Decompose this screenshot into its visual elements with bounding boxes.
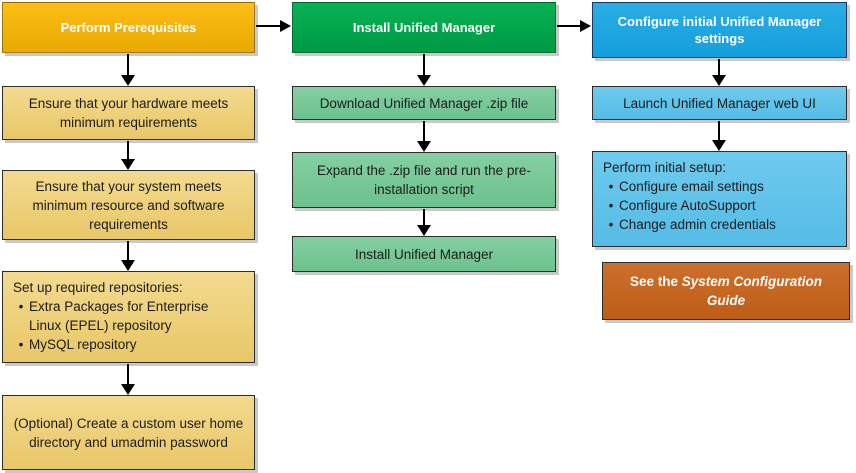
arrow-right-icon [256, 20, 291, 32]
list-item: Extra Packages for Enterprise Linux (EPE… [13, 297, 244, 335]
arrow-down-icon [417, 54, 431, 86]
note-guide-title: System Configuration Guide [681, 274, 823, 308]
initial-setup-title: Perform initial setup: [603, 160, 727, 175]
arrow-down-icon [121, 364, 135, 395]
step-expand-zip: Expand the .zip file and run the pre-ins… [292, 152, 556, 208]
step-initial-setup: Perform initial setup: Configure email s… [592, 151, 847, 247]
arrow-right-icon [557, 20, 591, 32]
bullet-icon [603, 215, 619, 234]
bullet-icon [603, 177, 619, 196]
list-item: Configure email settings [603, 177, 836, 196]
bullet-text: Change admin credentials [619, 217, 776, 232]
arrow-down-icon [712, 59, 726, 86]
arrow-down-icon [121, 141, 135, 170]
step-download-zip: Download Unified Manager .zip file [292, 86, 556, 120]
arrow-down-icon [417, 209, 431, 236]
step-system-requirements: Ensure that your system meets minimum re… [2, 170, 255, 240]
step-launch-web-ui: Launch Unified Manager web UI [592, 86, 847, 120]
arrow-down-icon [121, 241, 135, 271]
list-item: Configure AutoSupport [603, 196, 836, 215]
arrow-down-icon [417, 121, 431, 152]
bullet-text: MySQL repository [29, 337, 137, 352]
step-optional-home-directory: (Optional) Create a custom user home dir… [2, 395, 255, 470]
bullet-text: Extra Packages for Enterprise Linux (EPE… [29, 299, 209, 333]
bullet-text: Configure AutoSupport [619, 198, 756, 213]
arrow-down-icon [121, 54, 135, 86]
arrow-down-icon [712, 121, 726, 151]
list-item: Change admin credentials [603, 215, 836, 234]
note-label: See the System Configuration Guide [611, 272, 841, 310]
bullet-icon [603, 196, 619, 215]
note-prefix: See the [629, 274, 682, 289]
step-setup-repositories: Set up required repositories: Extra Pack… [2, 271, 255, 363]
bullet-icon [13, 335, 29, 354]
flow-header-install: Install Unified Manager [292, 2, 556, 53]
list-item: MySQL repository [13, 335, 244, 354]
repositories-title: Set up required repositories: [13, 280, 183, 295]
bullet-icon [13, 297, 29, 335]
note-system-configuration-guide: See the System Configuration Guide [602, 262, 850, 320]
bullet-text: Configure email settings [619, 179, 764, 194]
flow-header-prerequisites: Perform Prerequisites [2, 2, 255, 53]
step-install-unified-manager: Install Unified Manager [292, 236, 556, 272]
flow-header-configure: Configure initial Unified Manager settin… [592, 2, 847, 58]
step-hardware-requirements: Ensure that your hardware meets minimum … [2, 86, 255, 140]
